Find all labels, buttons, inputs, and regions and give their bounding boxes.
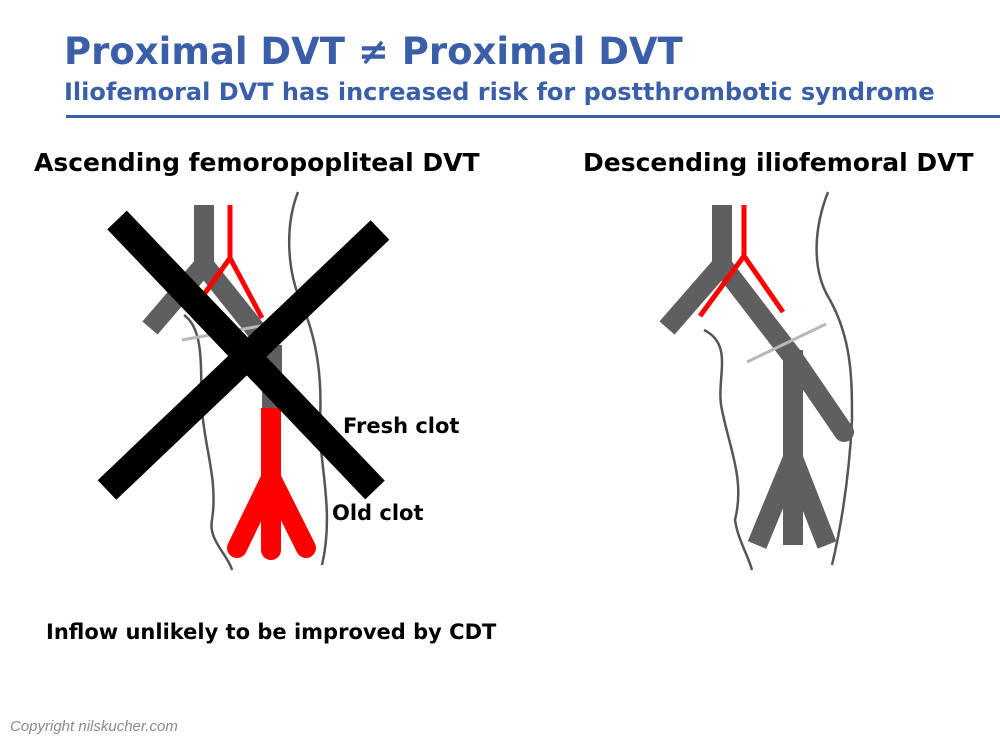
left-leg-outline-inner (183, 313, 234, 571)
right-artery (697, 205, 786, 318)
fresh-clot-label: Fresh clot (343, 414, 460, 438)
copyright-text: Copyright nilskucher.com (10, 718, 178, 735)
left-leg-outline-outer (287, 191, 329, 566)
old-clot-label: Old clot (332, 501, 424, 525)
right-leg-outline-outer (815, 191, 854, 566)
right-panel-heading: Descending iliofemoral DVT (583, 148, 974, 177)
right-vein-system (659, 205, 854, 549)
right-leg-outline-inner (703, 328, 754, 571)
slide-subtitle: Iliofemoral DVT has increased risk for p… (64, 78, 935, 106)
left-panel-heading: Ascending femoropopliteal DVT (34, 148, 480, 177)
inflow-note: Inflow unlikely to be improved by CDT (46, 620, 497, 644)
left-artery (202, 205, 265, 320)
right-inguinal-line (746, 322, 827, 364)
slide-title: Proximal DVT ≠ Proximal DVT (64, 30, 683, 73)
left-old-clot (227, 408, 316, 560)
title-divider (66, 115, 1000, 118)
cross-out-mark (97, 210, 390, 500)
